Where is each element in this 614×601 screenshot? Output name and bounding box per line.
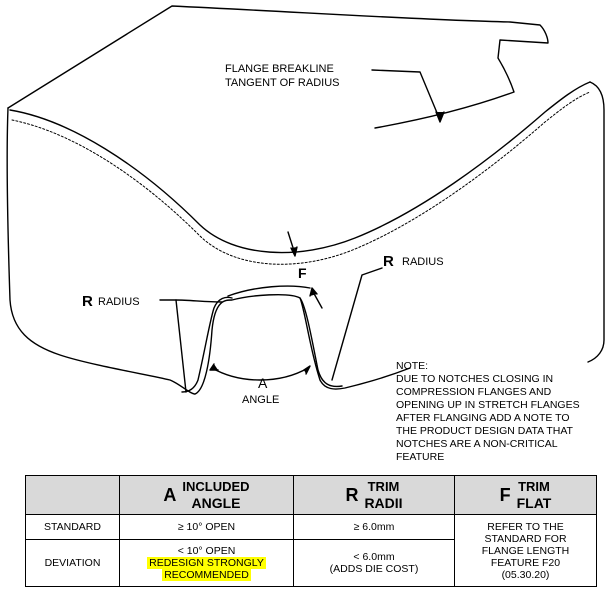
flat-line: STANDARD FOR xyxy=(484,532,567,545)
deviation-radii-value: < 6.0mm xyxy=(353,551,395,563)
part-left-edge xyxy=(6,107,196,395)
deviation-angle-value: < 10° OPEN xyxy=(177,545,236,557)
header-letter: A xyxy=(163,484,177,505)
header-line1: TRIM xyxy=(367,479,400,494)
label-r-left-letter: R xyxy=(82,293,93,310)
notch-right-lip xyxy=(299,297,343,388)
leader-r-right xyxy=(331,267,383,381)
label-r-left-text: RADIUS xyxy=(98,296,140,308)
header-line1: TRIM xyxy=(518,479,550,494)
header-letter: F xyxy=(499,484,511,505)
flat-line: (05.30.20) xyxy=(501,568,550,581)
note-heading: NOTE: xyxy=(396,360,429,372)
notch-left-lip xyxy=(181,296,233,393)
deviation-radii-note: (ADDS DIE COST) xyxy=(329,563,419,575)
note-line: NOTCHES ARE A NON-CRITICAL xyxy=(396,438,558,450)
leader-flange xyxy=(371,69,441,121)
cell-standard-radii: ≥ 6.0mm xyxy=(293,514,455,540)
flange-breakline-double xyxy=(11,91,591,265)
note-line: COMPRESSION FLANGES AND xyxy=(396,386,552,398)
flat-line: FLANGE LENGTH xyxy=(481,544,570,557)
header-blank xyxy=(25,475,120,515)
header-line2: ANGLE xyxy=(191,495,241,511)
row-label-deviation: DEVIATION xyxy=(25,539,120,587)
row-standard: STANDARD ≥ 10° OPEN ≥ 6.0mm REFER TO THE… xyxy=(25,514,597,587)
recommended-highlight: RECOMMENDED xyxy=(162,569,251,581)
note-line: DUE TO NOTCHES CLOSING IN xyxy=(396,373,554,385)
header-line2: RADII xyxy=(364,495,403,511)
header-letter: R xyxy=(345,484,359,505)
note-line: OPENING UP IN STRETCH FLANGES xyxy=(396,399,580,411)
label-r-right-text: RADIUS xyxy=(402,256,444,268)
angle-arc xyxy=(211,367,309,381)
label-f: F xyxy=(298,265,307,281)
row-label-standard: STANDARD xyxy=(25,514,120,540)
note-block: NOTE: DUE TO NOTCHES CLOSING IN COMPRESS… xyxy=(396,360,612,464)
label-r-right-letter: R xyxy=(383,253,394,270)
part-top-surface xyxy=(7,5,549,129)
row-deviation: DEVIATION < 10° OPEN REDESIGN STRONGLY R… xyxy=(25,539,597,587)
flat-line: FEATURE F20 xyxy=(490,556,561,569)
cell-deviation-radii: < 6.0mm (ADDS DIE COST) xyxy=(293,539,455,587)
flat-line: REFER TO THE xyxy=(487,520,564,533)
cell-deviation-angle: < 10° OPEN REDESIGN STRONGLY RECOMMENDED xyxy=(119,539,294,587)
label-flange-breakline-1: FLANGE BREAKLINE xyxy=(225,63,334,75)
note-line: THE PRODUCT DESIGN DATA THAT xyxy=(396,425,573,437)
note-line: AFTER FLANGING ADD A NOTE TO xyxy=(396,412,570,424)
notch-profile xyxy=(194,294,411,395)
label-angle: ANGLE xyxy=(242,394,279,406)
header-line2: FLAT xyxy=(516,495,552,511)
part-right-edge xyxy=(587,81,605,363)
flange-breakline xyxy=(9,81,591,254)
header-line1: INCLUDED xyxy=(182,479,250,494)
notch-diagram: FLANGE BREAKLINE TANGENT OF RADIUS R RAD… xyxy=(6,5,605,406)
trim-flat-line xyxy=(227,285,311,297)
label-a: A xyxy=(258,375,268,391)
redesign-highlight: REDESIGN STRONGLY xyxy=(147,557,266,569)
note-line: FEATURE xyxy=(396,451,445,463)
label-flange-breakline-2: TANGENT OF RADIUS xyxy=(225,77,340,89)
cell-standard-angle: ≥ 10° OPEN xyxy=(119,514,294,540)
cell-trim-flat: REFER TO THE STANDARD FOR FLANGE LENGTH … xyxy=(454,514,597,587)
